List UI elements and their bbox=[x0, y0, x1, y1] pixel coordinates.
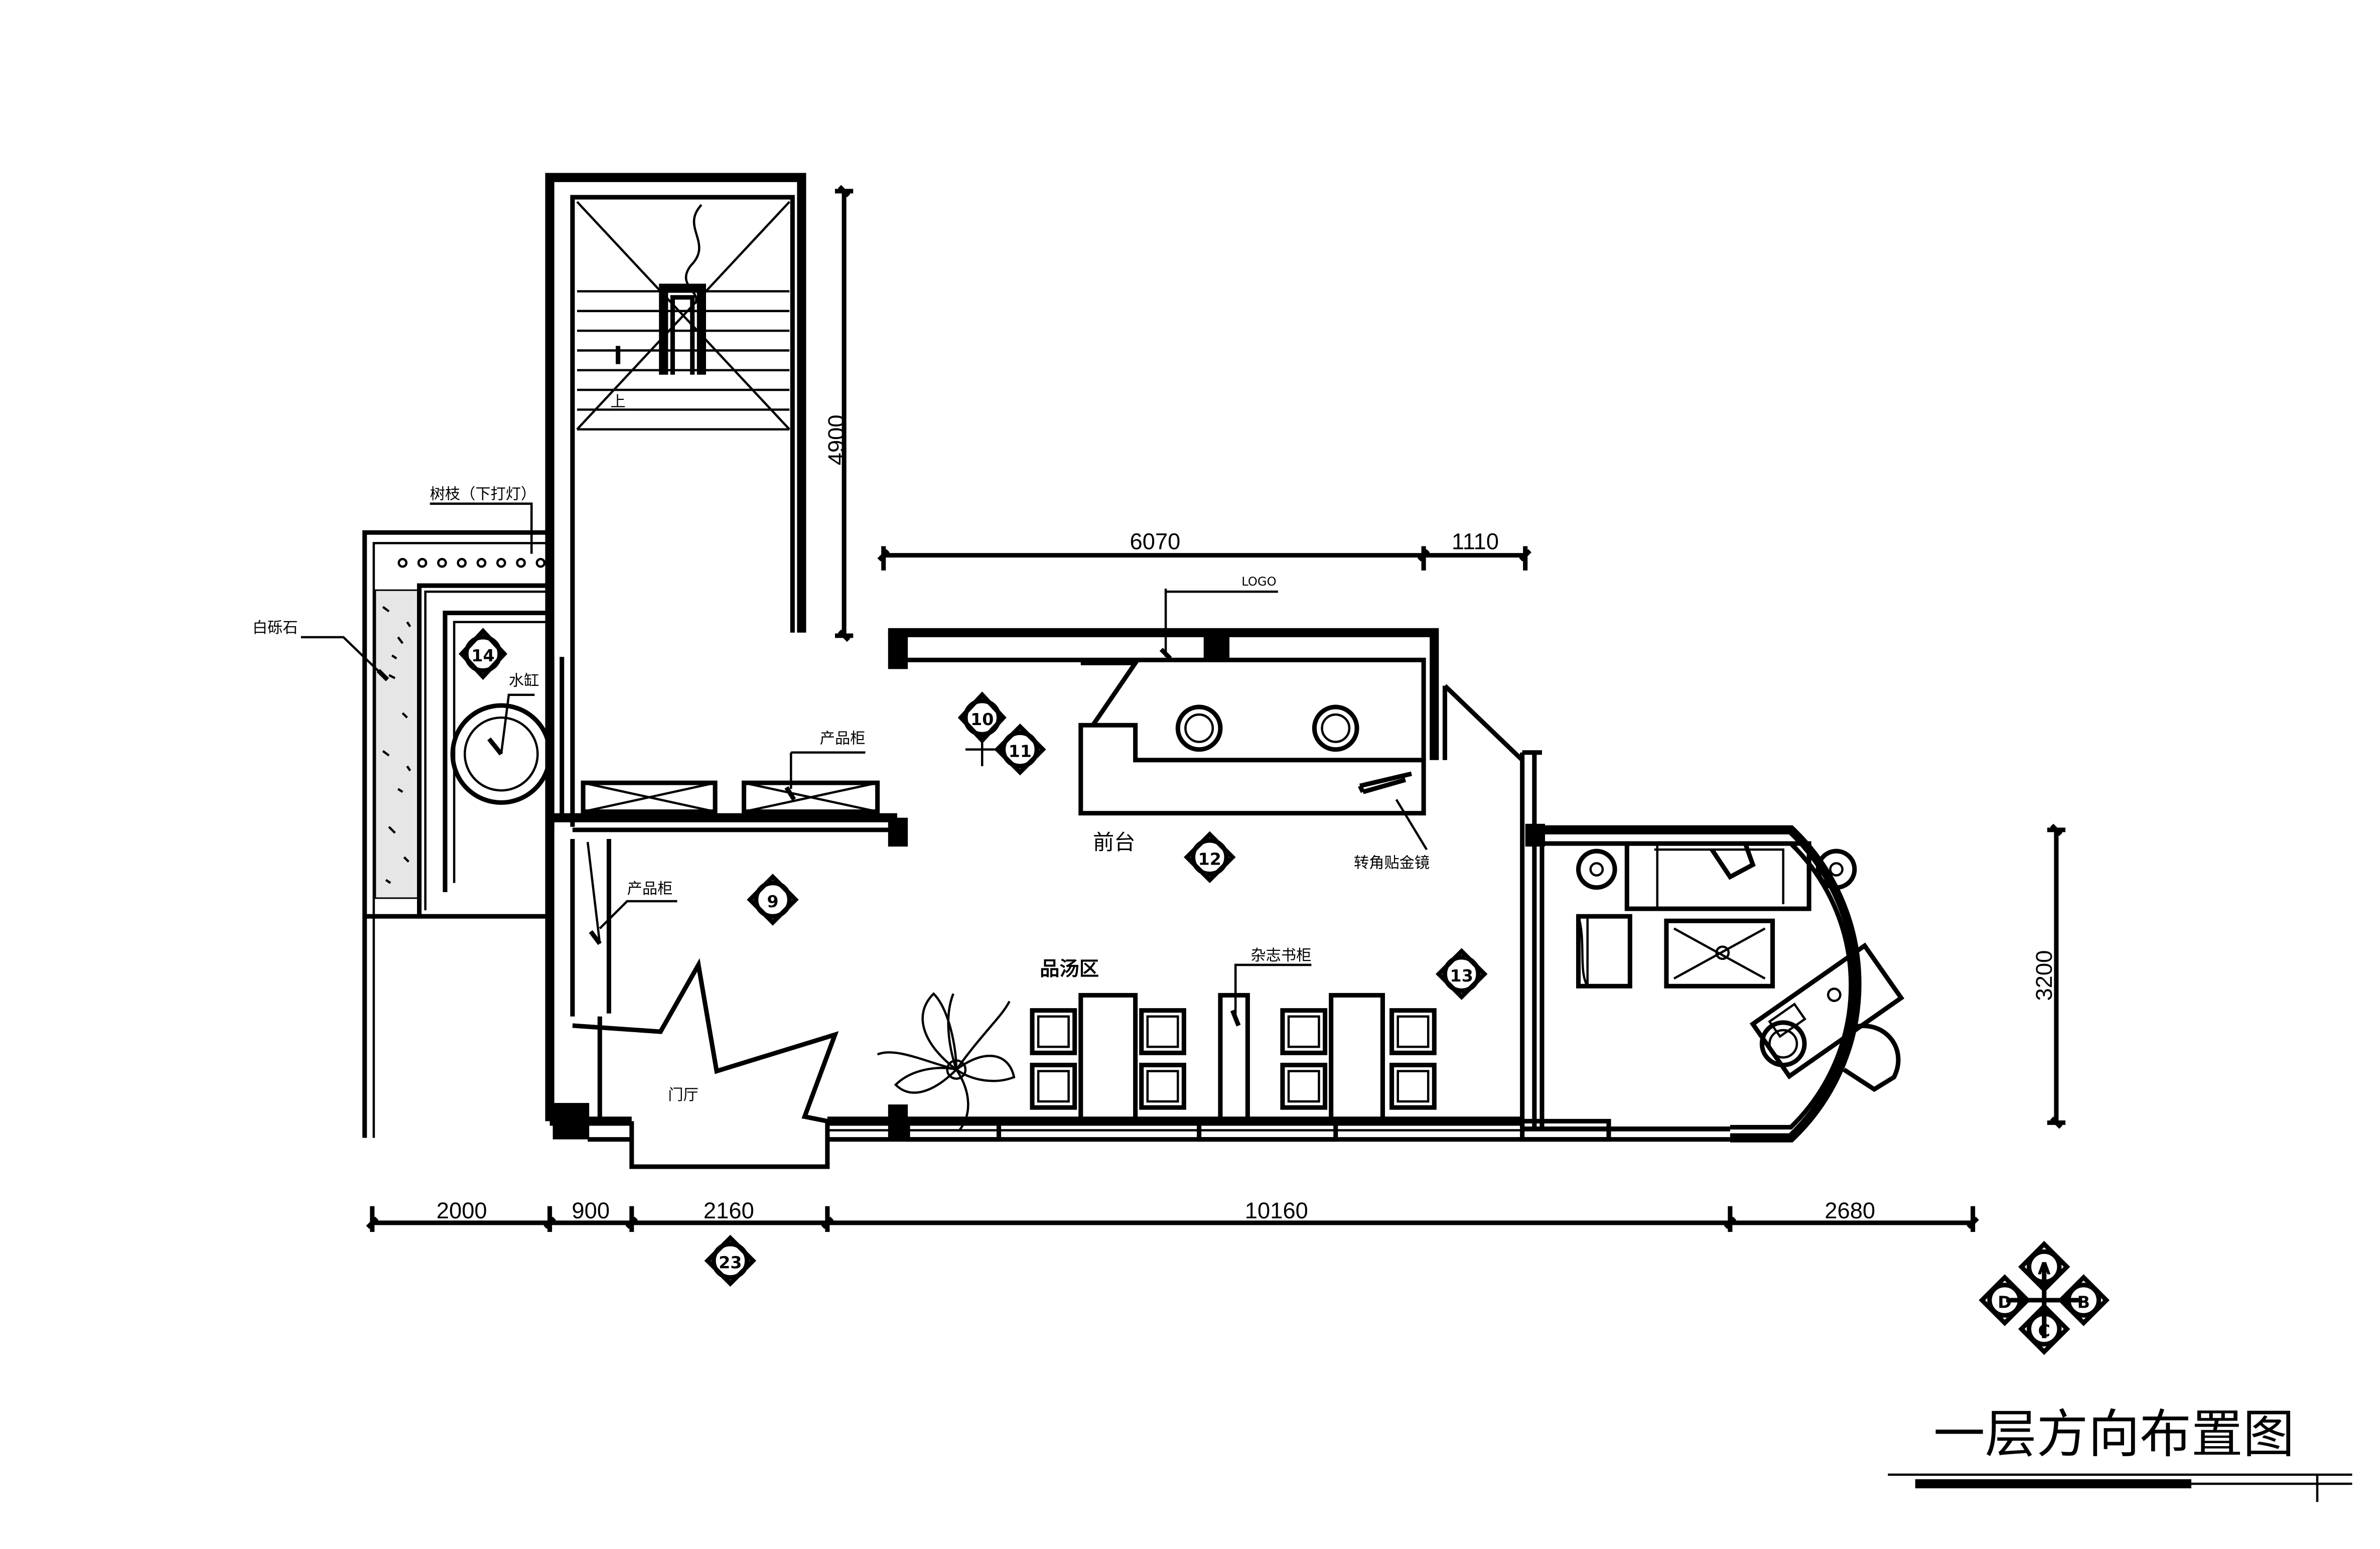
branch-lights bbox=[397, 557, 546, 568]
title-text: 一层方向布置图 bbox=[1933, 1404, 2294, 1464]
stair-height-dimension: 4900 bbox=[823, 185, 854, 642]
office-room bbox=[1576, 841, 1905, 1092]
logo-label: LOGO bbox=[1241, 575, 1276, 589]
dim-top-right: 1110 bbox=[1452, 529, 1499, 554]
view-marker-14: 14 bbox=[459, 628, 508, 680]
tasting-area-label: 品汤区 bbox=[1040, 958, 1099, 980]
product-cabinet-top-label: 产品柜 bbox=[820, 730, 866, 748]
dim-right-height: 3200 bbox=[2031, 950, 2057, 1001]
bottom-dimension-line: 2000 900 2160 10160 2680 bbox=[366, 1198, 1979, 1232]
dim-top-front: 6070 bbox=[1130, 529, 1181, 554]
office-desk bbox=[1749, 942, 1905, 1080]
pebbles-label: 白砾石 bbox=[252, 619, 298, 637]
view-marker-23: 23 bbox=[704, 1234, 757, 1287]
foyer-label: 门厅 bbox=[668, 1086, 698, 1104]
magazine-cabinet-label: 杂志书柜 bbox=[1250, 947, 1311, 964]
stair-height-value: 4900 bbox=[823, 414, 849, 465]
compass-west: D bbox=[1998, 1292, 2012, 1312]
top-dimension-line: 6070 1110 bbox=[877, 529, 1531, 571]
water-tank: 水缸 bbox=[450, 672, 552, 805]
svg-text:23: 23 bbox=[719, 1253, 742, 1273]
dim-bottom-2: 900 bbox=[572, 1198, 610, 1223]
structural-columns bbox=[552, 632, 1546, 1140]
foyer: 门厅 bbox=[572, 958, 839, 1169]
compass-east: B bbox=[2077, 1292, 2090, 1312]
svg-text:10: 10 bbox=[970, 710, 994, 729]
dim-bottom-4: 10160 bbox=[1245, 1198, 1308, 1223]
view-marker-13: 13 bbox=[1435, 948, 1488, 1000]
window-frames bbox=[905, 1118, 1611, 1142]
tasting-area: 品汤区 杂志书柜 bbox=[877, 947, 1437, 1131]
stair-up-label: 上 bbox=[611, 393, 626, 410]
dim-bottom-3: 2160 bbox=[704, 1198, 754, 1223]
svg-text:11: 11 bbox=[1009, 742, 1032, 761]
product-cabinets: 产品柜 产品柜 bbox=[581, 730, 880, 945]
view-marker-12: 12 bbox=[1184, 831, 1236, 884]
compass-north: A bbox=[2038, 1259, 2051, 1279]
view-marker-9: 9 bbox=[747, 874, 799, 926]
dim-bottom-1: 2000 bbox=[437, 1198, 487, 1223]
right-height-dimension: 3200 bbox=[2031, 823, 2066, 1129]
front-desk-label: 前台 bbox=[1093, 830, 1136, 855]
pebble-bed bbox=[374, 589, 419, 899]
plant bbox=[877, 992, 1016, 1131]
water-tank-label: 水缸 bbox=[509, 672, 539, 690]
compass-south: C bbox=[2038, 1321, 2050, 1341]
staircase: 上 bbox=[545, 173, 806, 830]
compass-symbol: A B C D bbox=[1979, 1240, 2110, 1355]
front-desk: 前台 转角贴金镜 LOGO bbox=[1078, 575, 1430, 872]
svg-text:13: 13 bbox=[1450, 966, 1473, 985]
corner-mirror-label: 转角贴金镜 bbox=[1354, 854, 1430, 872]
drawing-title: 一层方向布置图 bbox=[1888, 1404, 2352, 1502]
product-cabinet-left-label: 产品柜 bbox=[627, 880, 673, 898]
branches-label: 树枝（下打灯） bbox=[430, 486, 536, 503]
dim-bottom-5: 2680 bbox=[1825, 1198, 1875, 1223]
svg-text:9: 9 bbox=[767, 892, 778, 911]
svg-text:12: 12 bbox=[1198, 849, 1221, 869]
svg-text:14: 14 bbox=[471, 646, 494, 665]
view-marker-11: 11 bbox=[965, 723, 1046, 776]
garden-area: 树枝（下打灯） 白砾石 水缸 bbox=[252, 486, 552, 1138]
